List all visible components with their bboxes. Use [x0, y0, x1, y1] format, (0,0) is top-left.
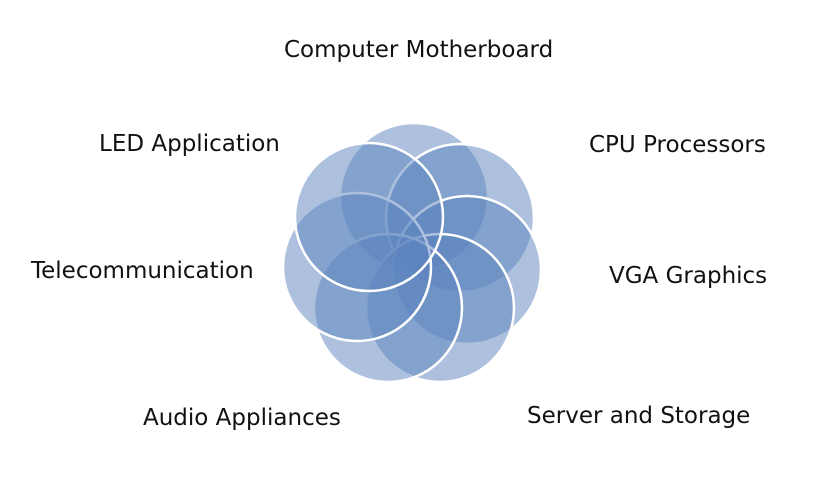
- label-server-and-storage: Server and Storage: [527, 403, 751, 429]
- label-led-application: LED Application: [99, 131, 280, 157]
- label-cpu-processors: CPU Processors: [589, 132, 766, 158]
- label-computer-motherboard: Computer Motherboard: [284, 37, 554, 63]
- label-telecommunication: Telecommunication: [31, 258, 254, 284]
- label-vga-graphics: VGA Graphics: [609, 263, 768, 289]
- label-audio-appliances: Audio Appliances: [143, 405, 341, 431]
- circle-led-application: [293, 141, 445, 293]
